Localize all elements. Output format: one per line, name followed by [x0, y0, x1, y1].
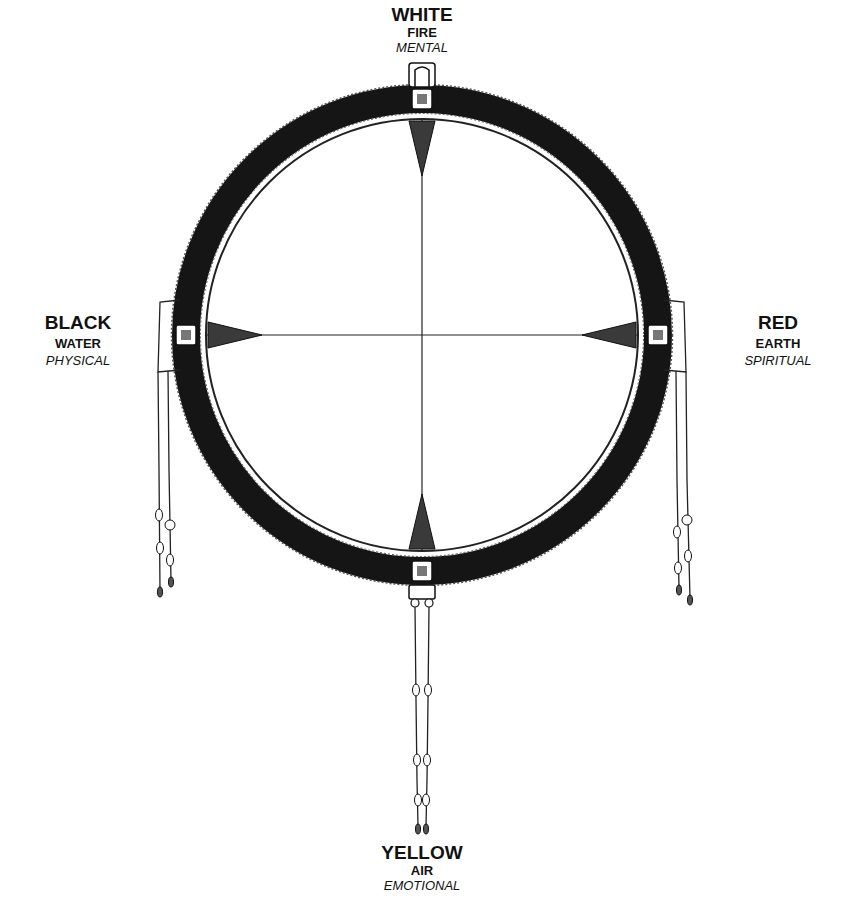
element-name: FIRE — [407, 26, 437, 41]
bead — [415, 794, 422, 806]
hanging-strand — [158, 372, 160, 590]
strand-tip — [688, 595, 693, 605]
color-name-holder: RED — [758, 312, 798, 334]
bead — [675, 562, 682, 574]
hanging-loop — [415, 67, 429, 87]
aspect-name: SPIRITUAL — [744, 354, 811, 369]
string-tuft — [208, 322, 262, 348]
hoop-token — [417, 566, 427, 576]
color-name-holder: YELLOW — [381, 842, 462, 864]
hoop-edge — [201, 114, 644, 557]
hanging-strand — [415, 607, 418, 826]
string-tuft — [582, 322, 636, 348]
hanging-strand — [426, 607, 429, 826]
hoop-token — [412, 561, 432, 581]
bead — [167, 554, 174, 566]
hoop-token — [412, 89, 432, 109]
hoop-edge — [172, 85, 673, 586]
element-name-holder: AIR — [411, 864, 433, 879]
aspect-name-holder: SPIRITUAL — [744, 354, 811, 369]
color-name: WHITE — [391, 4, 452, 26]
color-name-holder: BLACK — [45, 312, 112, 334]
strand-tip — [158, 587, 163, 597]
bead — [165, 520, 175, 530]
element-name: EARTH — [756, 337, 801, 352]
color-name: BLACK — [45, 312, 112, 334]
hoop-token — [653, 330, 663, 340]
element-name-holder: WATER — [55, 337, 101, 352]
aspect-name: PHYSICAL — [46, 354, 110, 369]
bead — [156, 509, 163, 521]
strand-tip — [169, 577, 174, 587]
cross-string — [206, 334, 638, 335]
strand-tip — [424, 824, 429, 834]
hoop-token — [648, 325, 668, 345]
string-tuft — [409, 494, 435, 549]
hanging-strand — [676, 371, 679, 588]
aspect-name-holder: MENTAL — [396, 41, 448, 56]
hoop-token — [417, 94, 427, 104]
element-name: WATER — [55, 337, 101, 352]
hanging-strand — [686, 372, 690, 598]
bead — [674, 526, 681, 538]
bead — [411, 599, 419, 607]
bead — [414, 754, 421, 766]
bead — [425, 599, 433, 607]
bead — [413, 684, 420, 696]
strand-tip — [416, 824, 421, 834]
bead — [685, 550, 692, 562]
element-name: AIR — [411, 864, 433, 879]
hanging-loop — [409, 63, 435, 87]
element-name-holder: FIRE — [407, 26, 437, 41]
strand-tip — [677, 585, 682, 595]
aspect-name: EMOTIONAL — [384, 879, 461, 894]
string-tuft — [409, 121, 435, 176]
color-name: YELLOW — [381, 842, 462, 864]
bead — [425, 684, 432, 696]
aspect-name-holder: EMOTIONAL — [384, 879, 461, 894]
bead — [682, 515, 692, 525]
bead — [423, 794, 430, 806]
bead — [157, 542, 164, 554]
hoop-token — [181, 330, 191, 340]
aspect-name-holder: PHYSICAL — [46, 354, 110, 369]
bead — [424, 754, 431, 766]
hoop-band — [186, 99, 658, 571]
hanging-strand — [168, 371, 171, 580]
side-hanger — [664, 300, 686, 372]
side-hanger — [158, 300, 180, 372]
color-name: RED — [758, 312, 798, 334]
bottom-tie — [409, 585, 435, 599]
inner-ring — [206, 119, 638, 551]
hoop-token — [176, 325, 196, 345]
aspect-name: MENTAL — [396, 41, 448, 56]
color-name-holder: WHITE — [391, 4, 452, 26]
element-name-holder: EARTH — [756, 337, 801, 352]
